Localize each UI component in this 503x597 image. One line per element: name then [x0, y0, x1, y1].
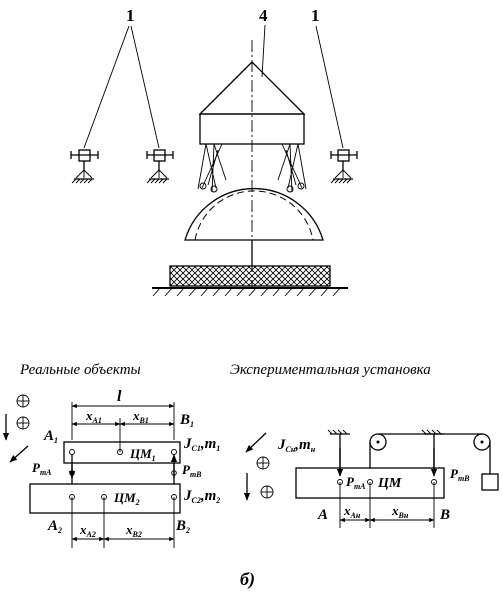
dome-body: [184, 187, 324, 241]
label-JC2-m2: JC2,m2: [183, 488, 220, 505]
label-xA1: xA1: [85, 408, 102, 425]
upper-housing: [199, 113, 305, 145]
theodolite-left-inner: [146, 149, 174, 184]
right-title: Экспериментальная установка: [230, 362, 431, 378]
left-schematic: l xA1 xB1 ЦМ1 A1 B1 JC1,m1 JC2,m2 PтA Pт…: [2, 388, 220, 548]
theodolite-right: [330, 149, 358, 184]
label-xAn: xAн: [343, 503, 361, 520]
label-PtB: PтB: [182, 462, 202, 479]
left-title: Реальные объекты: [19, 362, 141, 378]
label-xB2: xB2: [125, 522, 142, 539]
ceiling-support-left: [327, 429, 350, 435]
label-Jcn-mn: JCн,mн: [277, 437, 316, 454]
figure-caption: б): [240, 569, 255, 590]
label-cm1: ЦМ1: [129, 446, 156, 463]
base-block: [169, 265, 331, 287]
label-B2: B2: [175, 518, 190, 535]
label-xB1: xB1: [132, 408, 149, 425]
point-B1: [171, 449, 177, 455]
point-A1: [69, 449, 75, 455]
diagonal-arrow: [9, 445, 29, 463]
label-B: B: [439, 507, 450, 523]
label-PtB-right: PтB: [450, 466, 470, 483]
callout-1-right: 1: [311, 6, 320, 25]
callout-1-left: 1: [126, 6, 135, 25]
label-l: l: [117, 388, 122, 405]
label-A: A: [317, 507, 328, 523]
body-1: [63, 441, 181, 464]
truss-left: [197, 143, 227, 193]
label-xBn: xBн: [391, 503, 409, 520]
label-PtA-right: PтA: [346, 474, 366, 491]
point-cm1: [117, 449, 123, 455]
callout-4: 4: [259, 6, 268, 25]
theodolite-left-outer: [70, 149, 99, 184]
rotation-symbol-1: [16, 394, 30, 408]
leader-line: [261, 24, 266, 78]
counterweight: [481, 473, 499, 491]
top-assembly: 1 4 1: [70, 6, 358, 297]
label-cm-right: ЦМ: [377, 476, 402, 491]
label-B1: B1: [179, 412, 194, 429]
rotation-symbol-4: [260, 485, 274, 499]
right-schematic: JCн,mн PтA ЦМ PтB: [243, 429, 499, 528]
truss-right: [277, 143, 307, 193]
rotation-symbol-3: [256, 456, 270, 470]
label-xA2: xA2: [79, 522, 96, 539]
body-2: [29, 483, 181, 514]
leader-line: [130, 25, 160, 149]
rotation-symbol-2: [16, 416, 30, 430]
leader-line: [315, 25, 344, 149]
label-JC1-m1: JC1,m1: [183, 436, 220, 453]
leader-line: [83, 25, 130, 149]
label-PtA: PтA: [32, 460, 52, 477]
dome-inner-dashed: [194, 190, 314, 241]
label-A1: A1: [43, 428, 58, 445]
diagonal-arrow-right: [245, 432, 267, 453]
label-cm2: ЦМ2: [113, 490, 140, 507]
label-A2: A2: [47, 518, 62, 535]
ground-hatch: [152, 287, 341, 297]
